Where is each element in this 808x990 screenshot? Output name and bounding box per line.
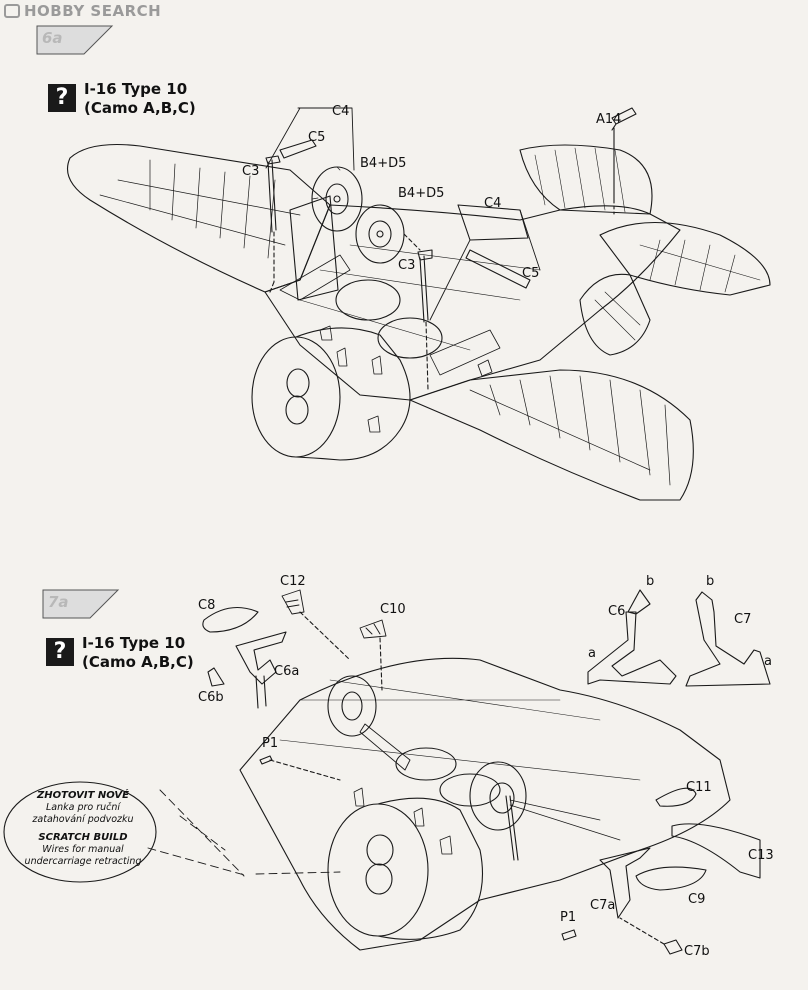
label-detail-a-c7: a bbox=[764, 654, 772, 669]
note-english-title: SCRATCH BUILD bbox=[38, 832, 128, 843]
antenna-a14 bbox=[611, 107, 637, 201]
part-c11 bbox=[655, 787, 697, 807]
question-icon-7a: ? bbox=[46, 638, 74, 666]
label-c12: C12 bbox=[280, 574, 306, 589]
scratch-build-note: ZHOTOVIT NOVÉ Lanka pro ruční zatahování… bbox=[8, 790, 158, 868]
part-c7a bbox=[599, 847, 651, 919]
note-czech-line2: zatahování podvozku bbox=[32, 814, 134, 825]
part-c8 bbox=[202, 606, 259, 633]
part-c9 bbox=[635, 866, 707, 891]
part-c12 bbox=[281, 589, 305, 615]
leg-door-c4-right bbox=[457, 204, 529, 241]
variant-label-7a: I-16 Type 10 (Camo A,B,C) bbox=[82, 634, 194, 672]
label-c6b: C6b bbox=[198, 690, 224, 705]
label-p1-upper: P1 bbox=[262, 736, 279, 751]
watermark-logo-icon bbox=[4, 4, 20, 18]
label-c9: C9 bbox=[688, 892, 706, 907]
left-wing-6a bbox=[66, 143, 331, 293]
fuselage-6a bbox=[264, 204, 681, 401]
label-a14: A14 bbox=[596, 112, 622, 127]
note-czech-title: ZHOTOVIT NOVÉ bbox=[37, 790, 129, 801]
note-english-line1: Wires for manual bbox=[42, 844, 124, 855]
detail-c6 bbox=[587, 611, 677, 685]
label-c7a: C7a bbox=[590, 898, 616, 913]
label-c6a: C6a bbox=[274, 664, 300, 679]
part-p1-lower bbox=[561, 929, 577, 941]
parts-7a bbox=[3, 589, 761, 955]
detail-c7 bbox=[685, 591, 771, 687]
watermark-text: HOBBY SEARCH bbox=[24, 2, 162, 20]
label-c8: C8 bbox=[198, 598, 216, 613]
step-number-7a: 7a bbox=[48, 593, 69, 611]
detail-c6-c7 bbox=[587, 589, 771, 687]
wheel-well-7a-left bbox=[395, 747, 457, 781]
label-c3-upper: C3 bbox=[242, 164, 260, 179]
variant-title-7a: I-16 Type 10 bbox=[82, 634, 186, 652]
wheel-well-left-6a bbox=[335, 279, 401, 321]
label-c3-lower: C3 bbox=[398, 258, 416, 273]
note-czech-line1: Lanka pro ruční bbox=[45, 802, 121, 813]
label-detail-c7: C7 bbox=[734, 612, 752, 627]
wheel-well-right-6a bbox=[377, 317, 443, 359]
part-c5-right bbox=[465, 249, 531, 289]
part-c7b bbox=[663, 939, 683, 955]
scratch-note-bubble bbox=[3, 781, 157, 883]
variant-camo-6a: (Camo A,B,C) bbox=[84, 99, 196, 117]
label-p1-lower: P1 bbox=[560, 910, 577, 925]
variant-title-6a: I-16 Type 10 bbox=[84, 80, 188, 98]
wheel-installed-right bbox=[469, 761, 527, 831]
aircraft-7a bbox=[239, 657, 731, 951]
wheel-well-7a-right bbox=[439, 773, 501, 807]
leg-door-c4-left bbox=[289, 195, 339, 301]
fuselage-7a bbox=[239, 657, 731, 951]
wheel-b4-d5-upper bbox=[311, 166, 363, 232]
label-detail-c6: C6 bbox=[608, 604, 626, 619]
part-c5-left bbox=[279, 139, 317, 159]
parts-6a bbox=[265, 107, 637, 391]
variant-camo-7a: (Camo A,B,C) bbox=[82, 653, 194, 671]
label-c5-upper: C5 bbox=[308, 130, 326, 145]
part-c13 bbox=[671, 823, 761, 879]
strut-c3-right bbox=[417, 249, 433, 323]
tail-plane-6a bbox=[599, 221, 771, 296]
label-detail-a-c6: a bbox=[588, 646, 596, 661]
label-c5-lower: C5 bbox=[522, 266, 540, 281]
label-c10: C10 bbox=[380, 602, 406, 617]
label-detail-b-c6: b bbox=[646, 574, 655, 589]
label-c4-lower: C4 bbox=[484, 196, 502, 211]
hobby-search-watermark: HOBBY SEARCH bbox=[4, 2, 161, 20]
label-c13: C13 bbox=[748, 848, 774, 863]
label-c7b: C7b bbox=[684, 944, 710, 959]
part-c10 bbox=[359, 619, 387, 639]
note-english-line2: undercarriage retracting bbox=[24, 856, 142, 867]
wheel-b4-d5-lower bbox=[355, 204, 405, 264]
variant-label-6a: I-16 Type 10 (Camo A,B,C) bbox=[84, 80, 196, 118]
step-number-6a: 6a bbox=[42, 29, 63, 47]
strut-c3-left bbox=[265, 155, 281, 233]
step-flag-6a: 6a bbox=[34, 24, 114, 58]
part-c6b bbox=[207, 667, 225, 687]
label-b4-d5-upper: B4+D5 bbox=[360, 156, 407, 171]
wheel-installed-left bbox=[327, 675, 377, 737]
step-flag-7a: 7a bbox=[40, 588, 120, 622]
tail-fin-6a bbox=[519, 144, 653, 215]
label-c4-upper: C4 bbox=[332, 104, 350, 119]
engine-cowling-side bbox=[295, 327, 411, 461]
right-wing-6a bbox=[409, 369, 694, 501]
label-b4-d5-lower: B4+D5 bbox=[398, 186, 445, 201]
question-icon-6a: ? bbox=[48, 84, 76, 112]
aircraft-6a bbox=[66, 143, 771, 501]
label-detail-b-c7: b bbox=[706, 574, 715, 589]
engine-cowling-7a bbox=[327, 803, 429, 937]
label-c11: C11 bbox=[686, 780, 712, 795]
